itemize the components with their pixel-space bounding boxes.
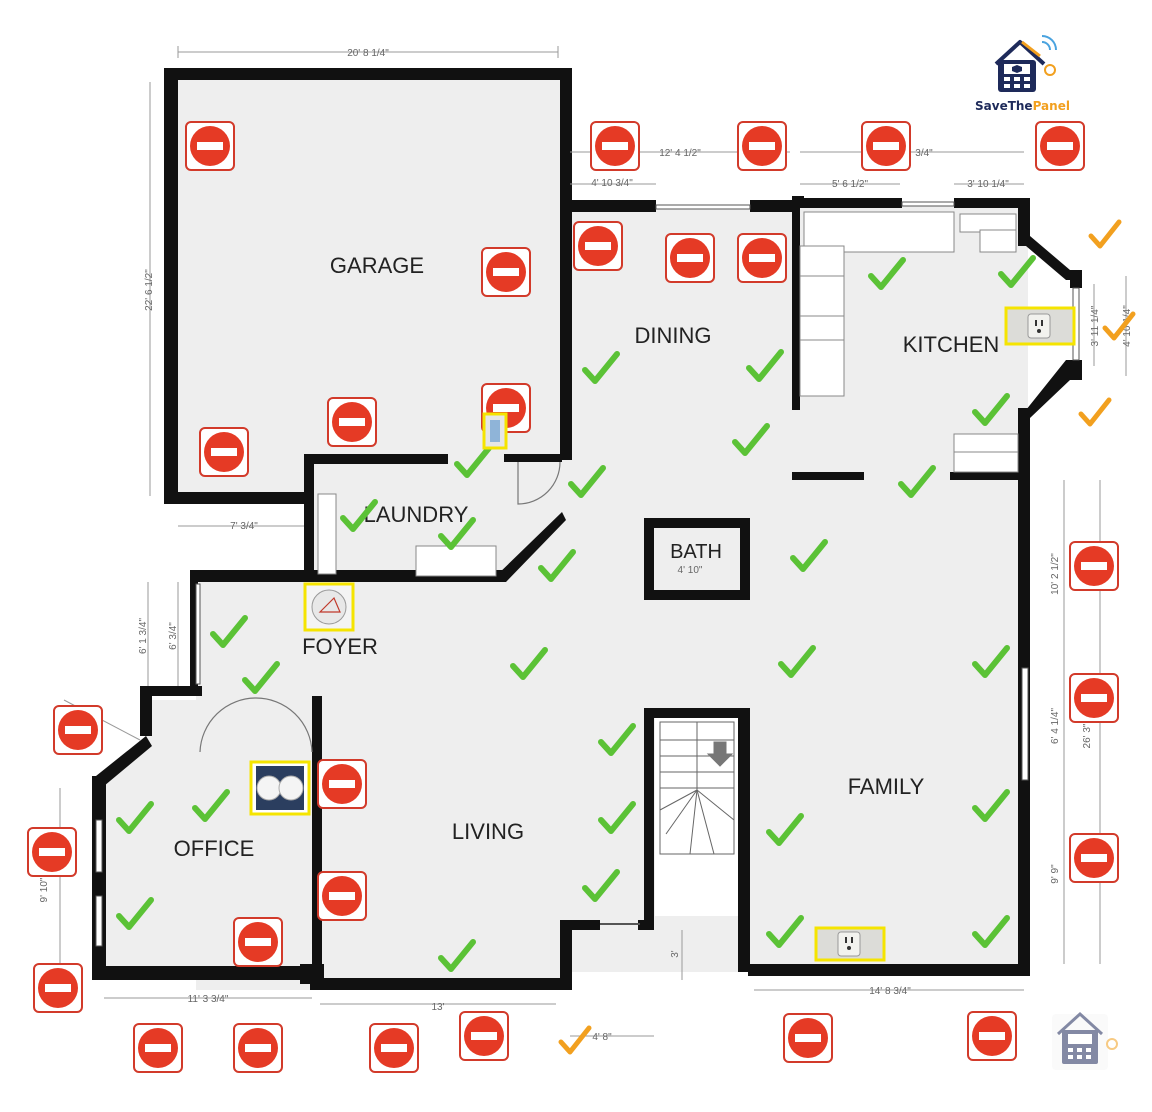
no-entry-icon — [590, 121, 640, 171]
outlet-icon — [814, 926, 886, 962]
dim-family-right-b: 6' 4 1/4" — [1050, 708, 1061, 744]
brand-logo: SaveThePanel — [975, 35, 1070, 113]
dim-garage-height: 22' 6 1/2" — [144, 269, 155, 311]
room-label-bath: BATH — [670, 541, 722, 563]
brand-name-part1: SaveThe — [975, 99, 1033, 113]
no-entry-icon — [327, 397, 377, 447]
dim-stair-width: 4' 8" — [592, 1032, 612, 1043]
dim-stair-gap: 3' — [670, 950, 681, 958]
no-entry-icon — [317, 871, 367, 921]
dim-foyer-a: 6' 1 3/4" — [138, 618, 149, 654]
no-entry-icon — [481, 247, 531, 297]
room-label-office: OFFICE — [174, 836, 255, 861]
dimension-labels: 20' 8 1/4" 22' 6 1/2" 12' 4 1/2" 4' 10 3… — [39, 48, 1133, 1043]
room-label-family: FAMILY — [848, 774, 925, 799]
no-entry-icon — [861, 121, 911, 171]
no-entry-icon — [317, 759, 367, 809]
no-entry-icon — [783, 1013, 833, 1063]
room-label-dining: DINING — [635, 323, 712, 348]
no-entry-icon — [133, 1023, 183, 1073]
room-label-foyer: FOYER — [302, 634, 378, 659]
dim-living-width: 13' — [431, 1002, 444, 1013]
room-label-living: LIVING — [452, 819, 524, 844]
wall-switch-icon — [482, 412, 508, 450]
stairs — [659, 721, 735, 855]
house-panel-icon — [994, 35, 1057, 92]
no-entry-icon — [459, 1011, 509, 1061]
no-entry-icon — [233, 1023, 283, 1073]
dim-garage-width: 20' 8 1/4" — [347, 48, 389, 59]
no-entry-icon — [233, 917, 283, 967]
room-label-laundry: LAUNDRY — [364, 502, 469, 527]
dim-kitchen-top: 3/4" — [915, 148, 933, 159]
dim-family-right-c: 9' 9" — [1050, 864, 1061, 884]
dim-office-width: 11' 3 3/4" — [188, 994, 229, 1005]
no-entry-icon — [33, 963, 83, 1013]
no-entry-icon — [1069, 541, 1119, 591]
room-label-kitchen: KITCHEN — [903, 332, 1000, 357]
dim-family-right-a: 10' 2 1/2" — [1050, 553, 1061, 595]
fixtures — [317, 211, 1019, 577]
dim-kitchen-bay-b: 4' 10 1/4" — [1122, 305, 1133, 347]
room-labels: GARAGE DINING KITCHEN LAUNDRY BATH FOYER… — [174, 253, 1000, 861]
room-label-garage: GARAGE — [330, 253, 424, 278]
dim-kitchen-left: 5' 6 1/2" — [832, 179, 868, 190]
no-entry-icon — [967, 1011, 1017, 1061]
no-entry-icon — [185, 121, 235, 171]
dim-kitchen-bay-a: 3' 11 1/4" — [1090, 305, 1101, 346]
water-heater-icon — [249, 760, 311, 816]
no-entry-icon — [53, 705, 103, 755]
brand-name: SaveThePanel — [975, 99, 1070, 113]
dim-office-height: 9' 10" — [39, 877, 50, 902]
smoke-detector-icon — [303, 582, 355, 632]
orange-check-icon — [1081, 400, 1109, 424]
no-entry-icon — [199, 427, 249, 477]
no-entry-icon — [573, 221, 623, 271]
dim-dining-top: 12' 4 1/2" — [659, 148, 701, 159]
dim-laundry-left: 7' 3/4" — [230, 521, 258, 532]
no-entry-icon — [665, 233, 715, 283]
dim-family-width: 14' 8 3/4" — [869, 986, 911, 997]
no-entry-icon — [1035, 121, 1085, 171]
no-entry-icon — [737, 233, 787, 283]
no-entry-icon — [27, 827, 77, 877]
no-entry-icon — [369, 1023, 419, 1073]
no-entry-icon — [737, 121, 787, 171]
orange-check-icon — [561, 1028, 589, 1052]
no-entry-icon — [1069, 833, 1119, 883]
no-entry-icon — [1069, 673, 1119, 723]
dim-bath-width: 4' 10" — [678, 565, 703, 576]
orange-check-icon — [1091, 222, 1119, 246]
watermark-logo — [1052, 1011, 1118, 1070]
brand-name-part2: Panel — [1033, 99, 1070, 113]
openings — [95, 201, 1080, 947]
dim-kitchen-right: 3' 10 1/4" — [967, 179, 1009, 190]
dim-family-right-total: 26' 3" — [1082, 723, 1093, 748]
dim-foyer-b: 6' 3/4" — [168, 622, 179, 650]
dim-dining-window: 4' 10 3/4" — [591, 178, 633, 189]
outlet-icon — [1004, 306, 1076, 346]
device-markers — [249, 306, 1076, 962]
